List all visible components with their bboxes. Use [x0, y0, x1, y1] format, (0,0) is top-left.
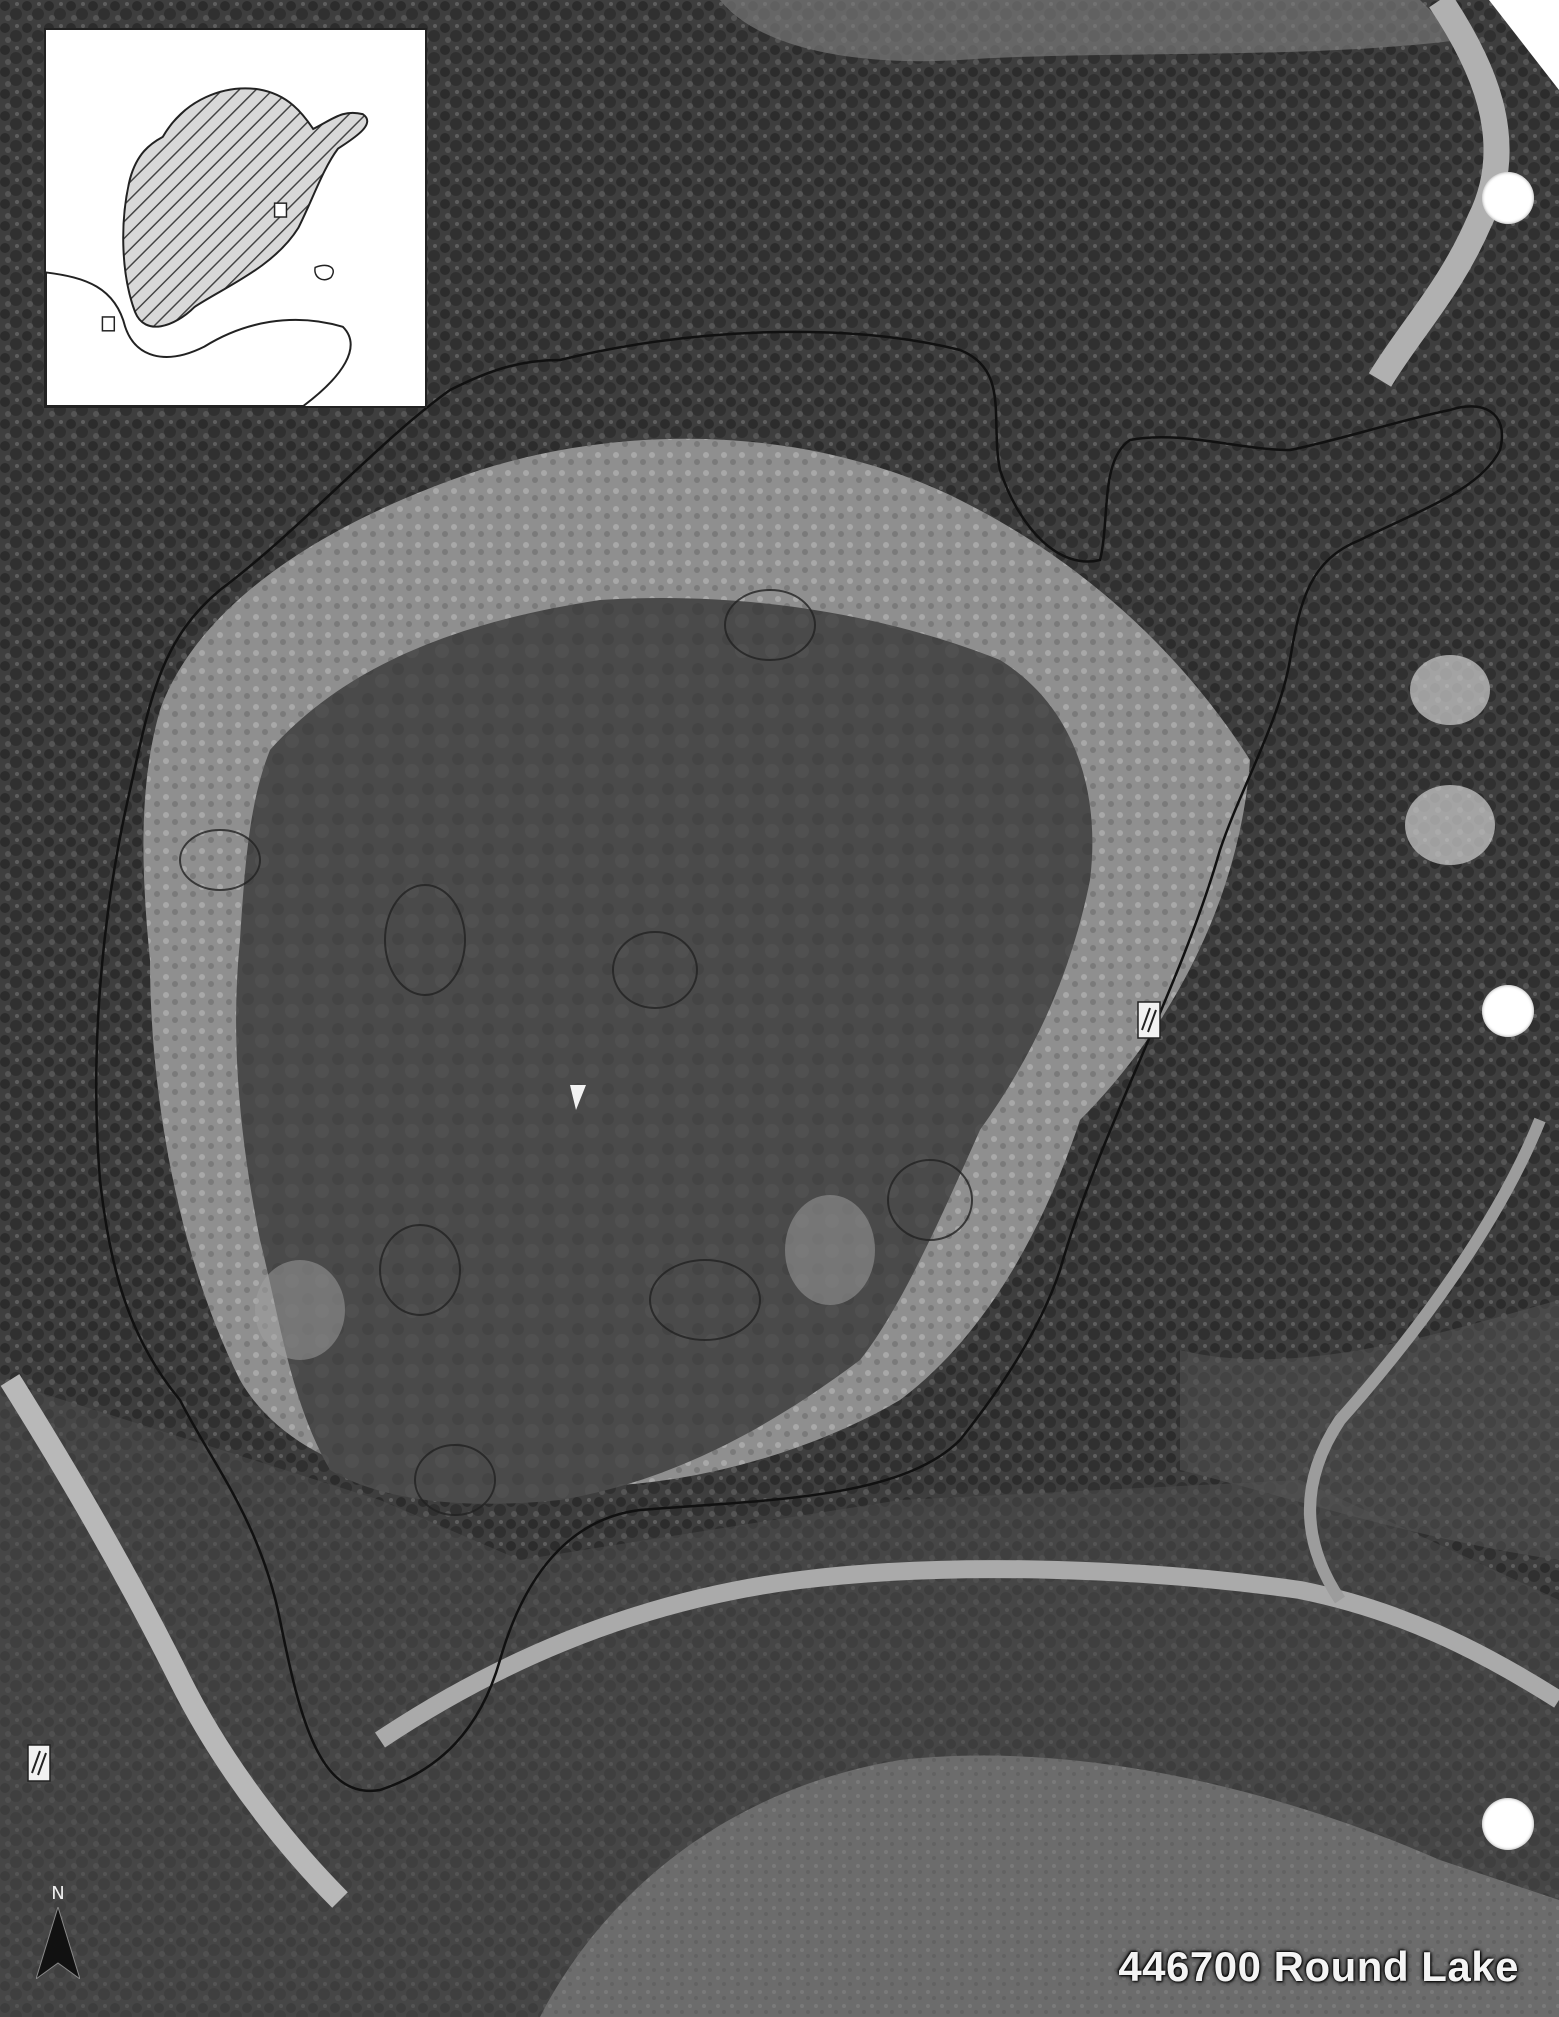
road-west [0, 1374, 348, 1908]
road-northeast [1368, 0, 1510, 387]
annotation-circle [649, 1259, 761, 1341]
north-label: N [51, 1883, 65, 1904]
inset-round-lake [122, 87, 369, 328]
folded-corner [1489, 0, 1559, 90]
main-lake [540, 1755, 1559, 2017]
map-title: 446700 Round Lake [1118, 1943, 1519, 1990]
boat-launch-icon [101, 316, 116, 332]
north-arrow-icon [36, 1907, 80, 1979]
road-east [1304, 1117, 1546, 1604]
binder-hole [1482, 1798, 1534, 1850]
round-lake-water [236, 598, 1093, 1504]
inset-locator-map [44, 28, 427, 408]
annotation-circle [414, 1444, 496, 1516]
binder-hole [1482, 985, 1534, 1037]
inset-main-lake [46, 271, 352, 406]
annotation-circle [379, 1224, 461, 1316]
north-arrow: N [30, 1883, 86, 1983]
boundary-line [95, 330, 1504, 1793]
annotation-circle [612, 931, 698, 1009]
clearing-patch [1405, 785, 1495, 865]
clearing-patch [1410, 655, 1490, 725]
annotation-circle [724, 589, 816, 661]
binder-hole [1482, 172, 1534, 224]
annotation-circle [887, 1159, 973, 1241]
boat-launch-icon [273, 202, 288, 218]
location-marker-icon [570, 1085, 586, 1110]
boat-launch-icon [27, 1744, 51, 1782]
shallow-patch [255, 1260, 345, 1360]
annotation-circle [384, 884, 466, 996]
residential-area-east [1180, 1300, 1559, 1560]
road-south [375, 1560, 1559, 1748]
shallow-patch [785, 1195, 875, 1305]
annotation-circle [179, 829, 261, 891]
boat-launch-icon [1137, 1001, 1161, 1039]
inset-small-pond [314, 264, 334, 281]
north-clearing [720, 0, 1460, 62]
